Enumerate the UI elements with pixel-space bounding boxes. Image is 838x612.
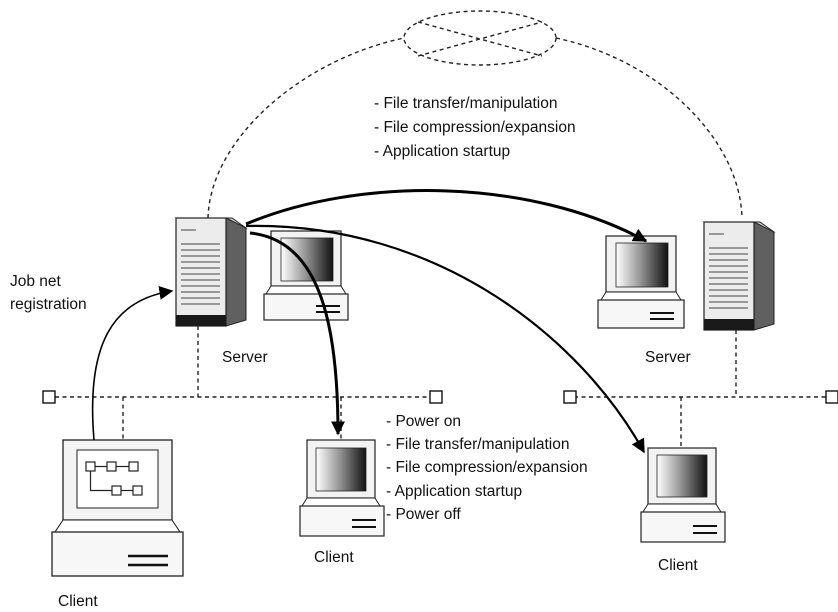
lan-node-2	[429, 390, 443, 404]
client-task-list: - Power on - File transfer/manipulation …	[386, 413, 588, 523]
lan-node-3	[563, 390, 577, 404]
server-task-item: - File compression/expansion	[374, 119, 576, 136]
server-tower-right-icon	[702, 221, 776, 331]
client-workstation-middle-icon	[299, 439, 385, 537]
job-net-label-line1: Job net	[10, 273, 62, 290]
wan-link-right	[555, 37, 743, 219]
client-task-item: - Power on	[386, 413, 461, 430]
client-right-label: Client	[658, 557, 698, 574]
client-task-item: - Power off	[386, 506, 461, 523]
lan-node-4	[825, 390, 838, 404]
job-net-label-line2: registration	[10, 296, 87, 313]
client-workstation-left-icon	[51, 439, 184, 577]
client-task-item: - Application startup	[386, 483, 522, 500]
arrow-server-to-client-middle	[249, 231, 345, 436]
server-task-item: - Application startup	[374, 143, 510, 160]
server-task-item: - File transfer/manipulation	[374, 95, 558, 112]
client-middle-label: Client	[314, 549, 354, 566]
client-task-item: - File transfer/manipulation	[386, 436, 570, 453]
client-workstation-right-icon	[640, 447, 726, 543]
wan-link-left	[207, 37, 405, 219]
client-task-item: - File compression/expansion	[386, 459, 588, 476]
server-console-right-icon	[597, 235, 685, 329]
server-left-label: Server	[222, 349, 268, 366]
arrow-job-net-registration	[91, 285, 174, 441]
lan-node-1	[42, 390, 56, 404]
server-tower-left-icon	[174, 217, 248, 327]
job-net-flowchart-icon	[85, 461, 143, 496]
arrow-server-to-server	[245, 189, 648, 243]
server-task-list: - File transfer/manipulation - File comp…	[374, 95, 576, 160]
server-console-left-icon	[263, 230, 349, 321]
client-left-label: Client	[58, 593, 98, 610]
wan-cloud-icon	[403, 10, 557, 66]
arrow-server-to-client-right	[245, 224, 645, 454]
server-right-label: Server	[645, 349, 691, 366]
